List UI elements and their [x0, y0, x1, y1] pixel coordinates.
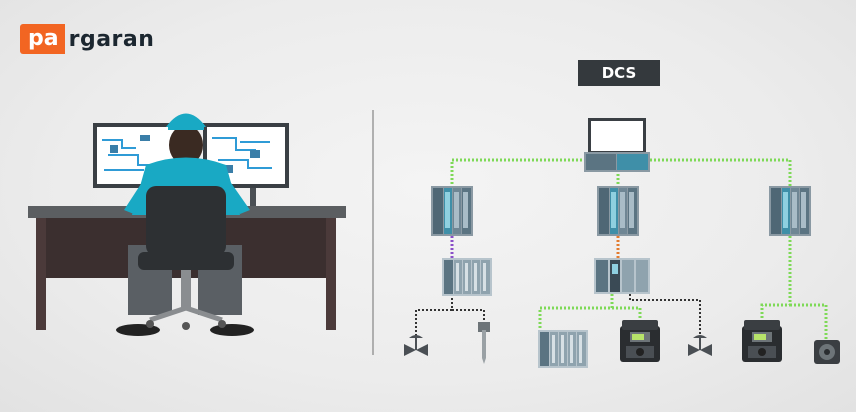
- operator-workstation: [28, 113, 346, 336]
- controller-left: [431, 186, 473, 236]
- fieldbus-links: [450, 158, 828, 340]
- encoder-icon: [814, 340, 840, 364]
- office-chair: [138, 186, 234, 330]
- engineering-workstation: [584, 118, 650, 172]
- drive-right: [742, 320, 782, 362]
- logo-name: rgaran: [68, 26, 155, 52]
- controller-middle: [597, 186, 639, 236]
- dcs-network: [404, 118, 840, 368]
- valve-icon: [688, 335, 712, 356]
- io-rack-bottom: [538, 330, 588, 368]
- field-cables: [415, 294, 701, 340]
- dcs-title: DCS: [578, 60, 660, 86]
- io-rack-left: [442, 258, 492, 296]
- temperature-sensor-icon: [478, 322, 490, 364]
- logo-prefix: pa: [20, 24, 65, 54]
- pargaran-logo: pa rgaran: [20, 24, 154, 54]
- valve-icon: [404, 335, 428, 356]
- io-rack-middle: [594, 258, 650, 294]
- controller-right: [769, 186, 811, 236]
- drive-middle: [620, 320, 660, 362]
